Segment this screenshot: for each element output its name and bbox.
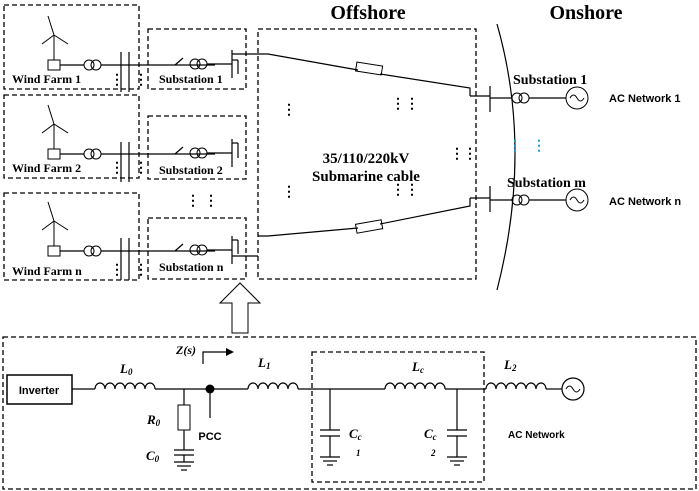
svg-text:⋮: ⋮ (186, 192, 200, 208)
svg-text:⋮: ⋮ (391, 95, 405, 111)
shoreline (496, 23, 516, 291)
cc1-index: 1 (356, 448, 361, 458)
svg-text:⋮: ⋮ (134, 71, 148, 87)
offshore-substation-n: Substation n (147, 217, 247, 280)
wind-turbine-icon (41, 15, 69, 257)
svg-text:⋮: ⋮ (282, 183, 296, 199)
submarine-cable-box: 35/110/220kV Submarine cable (257, 28, 477, 280)
onshore-substation-m-label: Substation m (507, 176, 586, 191)
svg-text:⋮: ⋮ (134, 159, 148, 175)
pcc-label: PCC (198, 431, 221, 443)
cable-feeders (232, 53, 471, 257)
wind-farm-1: Wind Farm 1 (3, 4, 140, 90)
inductor-l1 (247, 382, 299, 390)
onshore-substation-1-label: Substation 1 (513, 73, 587, 88)
resistor-r0 (177, 404, 191, 431)
cable-voltage-label: 35/110/220kV (323, 151, 410, 167)
onshore-ellipsis-2: ⋮ (532, 137, 546, 153)
wind-farm-n: Wind Farm n (3, 192, 140, 281)
svg-text:⋮: ⋮ (110, 71, 124, 87)
svg-text:⋮: ⋮ (405, 95, 419, 111)
offshore-substation-2: Substation 2 (147, 115, 247, 180)
svg-text:⋮: ⋮ (405, 181, 419, 197)
onshore-ellipsis: ⋮ (508, 137, 522, 153)
svg-text:⋮: ⋮ (134, 261, 148, 277)
svg-text:⋮: ⋮ (391, 181, 405, 197)
wind-farm-1-label: Wind Farm 1 (12, 72, 81, 86)
offshore-substation-1: Substation 1 (147, 28, 247, 90)
lc-label: Lc (411, 359, 424, 375)
onshore-substation-1: Substation 1 AC Network 1 (470, 73, 681, 112)
l1-label: L1 (257, 355, 270, 371)
wind-farm-n-label: Wind Farm n (12, 264, 82, 278)
r0-label: R0 (146, 412, 161, 428)
offshore-substation-2-label: Substation 2 (159, 163, 223, 177)
ac-source-icon (561, 377, 585, 401)
l0-label: L0 (119, 361, 133, 377)
wind-farm-2: Wind Farm 2 (3, 94, 140, 179)
svg-text:⋮: ⋮ (204, 192, 218, 208)
offshore-switch-transformer (174, 50, 233, 264)
cc2-label: Cc (424, 426, 437, 442)
ac-network-n-label: AC Network n (609, 196, 681, 208)
onshore-title: Onshore (550, 2, 623, 24)
offshore-substation-n-label: Substation n (159, 260, 224, 274)
svg-text:⋮: ⋮ (282, 101, 296, 117)
inverter-label: Inverter (19, 385, 60, 397)
inductor-l2 (485, 382, 547, 390)
ac-network-label: AC Network (508, 430, 565, 441)
wind-farm-2-label: Wind Farm 2 (12, 161, 81, 175)
equivalent-circuit-box (2, 336, 697, 490)
cc2-index: 2 (430, 448, 436, 458)
svg-text:⋮: ⋮ (450, 145, 464, 161)
z-label: Z(s) (175, 343, 196, 357)
onshore-substation-m: Substation m AC Network n (470, 176, 681, 212)
cc1-label: Cc (349, 426, 362, 442)
inductor-l0 (94, 382, 156, 390)
offshore-title: Offshore (330, 2, 405, 24)
svg-text:⋮: ⋮ (110, 261, 124, 277)
svg-text:⋮: ⋮ (463, 145, 477, 161)
c0-label: C0 (146, 448, 160, 464)
inductor-lc (384, 382, 446, 390)
offshore-ellipsis: ⋮ ⋮ ⋮⋮ ⋮⋮ ⋮⋮ ⋮⋮ (186, 95, 477, 208)
transformer-icon (60, 52, 215, 280)
svg-text:⋮: ⋮ (110, 159, 124, 175)
cable-pi-model-box (311, 351, 485, 483)
offshore-substation-1-label: Substation 1 (159, 72, 223, 86)
arrow-up-icon (218, 282, 262, 334)
farm-ellipsis: ⋮ ⋮ ⋮ ⋮ ⋮ ⋮ (110, 71, 148, 277)
impedance-arrow (202, 351, 226, 364)
ac-network-1-label: AC Network 1 (609, 93, 681, 105)
cable-type-label: Submarine cable (312, 169, 420, 185)
l2-label: L2 (503, 357, 517, 373)
